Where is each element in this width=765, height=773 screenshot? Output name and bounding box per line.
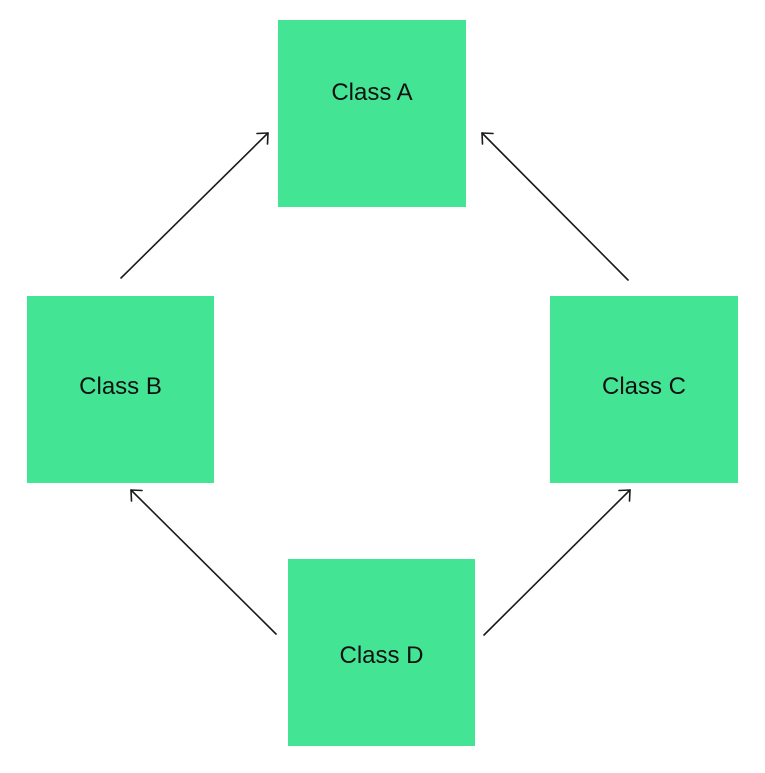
edge-d-to-c: [483, 489, 631, 636]
class-b-label: Class B: [79, 372, 162, 400]
class-a-label: Class A: [331, 78, 413, 106]
edge-b-to-a: [120, 132, 269, 279]
class-a-node: Class A: [278, 20, 466, 207]
edge-c-to-a: [481, 132, 629, 281]
class-b-node: Class B: [27, 296, 214, 483]
edge-d-to-b: [130, 489, 277, 635]
class-d-label: Class D: [339, 641, 424, 669]
class-c-label: Class C: [601, 372, 686, 400]
class-c-node: Class C: [550, 296, 738, 483]
class-d-node: Class D: [288, 559, 475, 746]
